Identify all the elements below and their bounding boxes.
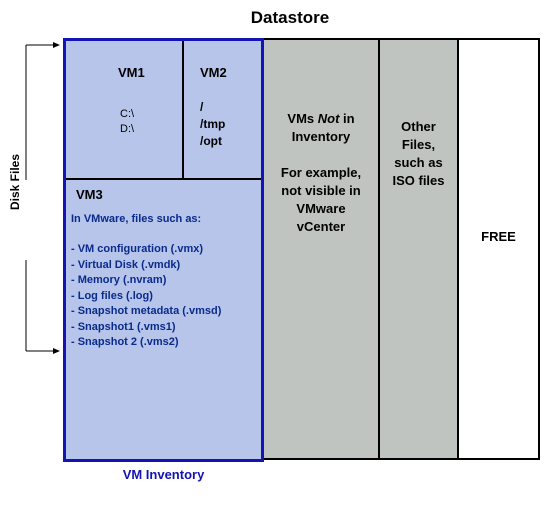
disk-files-bracket [20, 42, 60, 354]
vm3-file-item: - Memory (.nvram) [71, 274, 167, 286]
other-files-column: Other Files, such as ISO files [380, 38, 459, 460]
vm1-drive-d: D:\ [120, 123, 135, 135]
vm1-name: VM1 [118, 65, 145, 80]
vm2-path-opt: /opt [200, 134, 222, 148]
not-in-inventory-example-line: not visible in [281, 183, 361, 198]
vm3-file-item: - Snapshot1 (.vms1) [71, 320, 176, 333]
not-in-inventory-example-line: vCenter [296, 219, 346, 234]
not-in-inventory-example-line: VMware [296, 201, 346, 216]
vm3-file-item: - Snapshot 2 (.vms2) [71, 336, 179, 348]
vm3-box: VM3 In VMware, files such as: - VM confi… [66, 180, 261, 459]
vm3-file-item: - Virtual Disk (.vmdk) [71, 258, 181, 271]
vm-inventory-label: VM Inventory [122, 467, 205, 482]
other-files-line: Other [401, 119, 436, 134]
vm3-file-list: - VM configuration (.vmx) - Virtual Disk… [71, 242, 221, 351]
other-files-line: ISO files [392, 173, 445, 188]
vm3-file-item: - Log files (.log) [71, 289, 153, 302]
vm3-file-item: - VM configuration (.vmx) [71, 243, 203, 255]
vm3-file-item: - Snapshot metadata (.vmsd) [71, 305, 222, 317]
vm2-path-tmp: /tmp [200, 117, 226, 131]
other-files-line: Files, [401, 137, 436, 152]
vm2-name: VM2 [200, 65, 227, 80]
vm3-intro: In VMware, files such as: [71, 213, 202, 225]
not-in-inventory-heading-line2: Inventory [291, 129, 351, 144]
not-in-inventory-heading: VMs Not in [287, 111, 355, 126]
vm1-drive-c: C:\ [120, 108, 135, 120]
vm3-name: VM3 [76, 187, 103, 202]
other-files-line: such as [394, 155, 443, 170]
vm-inventory-region [63, 38, 264, 462]
vms-not-in-inventory-column: VMs Not in Inventory For example, not vi… [264, 38, 380, 460]
free-space-column: FREE [459, 38, 540, 460]
vm2-path-root: / [200, 100, 204, 114]
vm1-box: VM1 C:\ D:\ [66, 41, 184, 180]
free-label: FREE [481, 229, 516, 244]
vm2-box: VM2 / /tmp /opt [184, 41, 261, 180]
datastore-title: Datastore [250, 8, 330, 27]
not-in-inventory-example-line: For example, [280, 165, 362, 180]
